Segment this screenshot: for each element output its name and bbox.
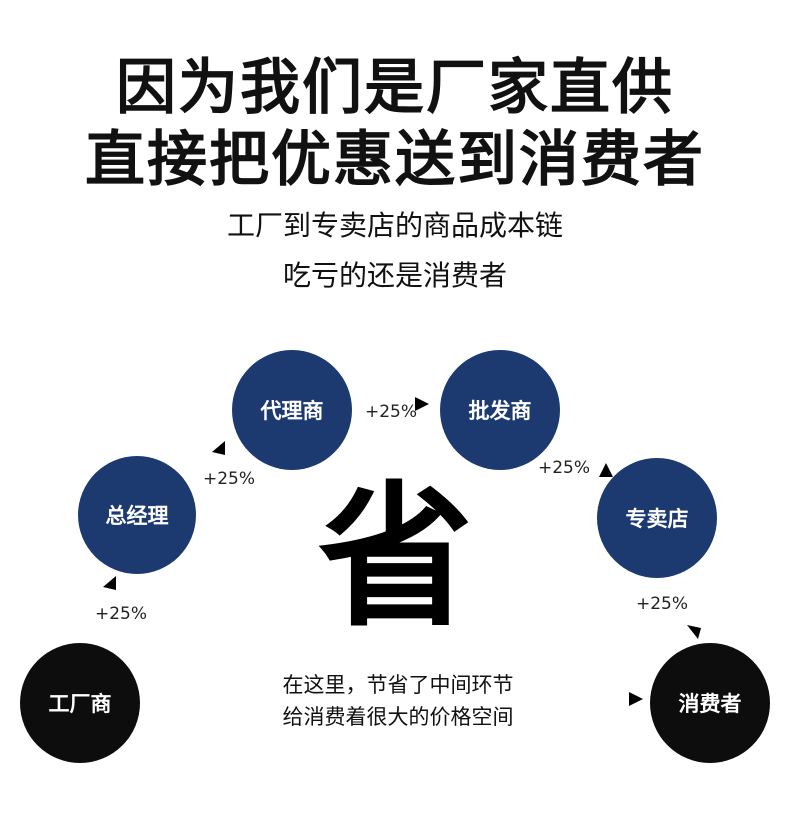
- arrow-icon-3: [414, 396, 430, 412]
- subheadline-line-2: 吃亏的还是消费者: [282, 259, 507, 292]
- node-general-manager: 总经理: [78, 456, 196, 574]
- center-note-line-2: 给消费着很大的价格空间: [282, 705, 514, 729]
- node-agent-label: 代理商: [260, 399, 324, 423]
- node-consumer: 消费者: [650, 643, 770, 763]
- markup-label-3: +25%: [365, 402, 418, 422]
- subheadline-line-1: 工厂到专卖店的商品成本链: [226, 209, 563, 242]
- node-factory: 工厂商: [20, 643, 140, 763]
- node-consumer-label: 消费者: [678, 692, 742, 716]
- node-wholesaler: 批发商: [440, 350, 560, 470]
- markup-label-2: +25%: [203, 469, 256, 489]
- markup-label-4: +25%: [538, 458, 591, 478]
- arrow-icon-4: [598, 462, 614, 478]
- arrow-icon-5: [686, 624, 702, 640]
- node-general-manager-label: 总经理: [105, 504, 169, 528]
- arrow-icon-6: [628, 691, 644, 707]
- center-note-line-1: 在这里，节省了中间环节: [282, 673, 514, 697]
- node-store: 专卖店: [597, 458, 717, 578]
- node-store-label: 专卖店: [625, 507, 689, 531]
- markup-label-5: +25%: [636, 594, 689, 614]
- arrow-icon-2: [211, 440, 227, 456]
- node-wholesaler-label: 批发商: [468, 399, 532, 423]
- arrow-icon-1: [102, 575, 118, 591]
- headline-line-1: 因为我们是厂家直供: [116, 53, 674, 123]
- markup-label-1: +25%: [95, 604, 148, 624]
- center-save-character: 省: [318, 467, 473, 648]
- headline-line-2: 直接把优惠送到消费者: [85, 125, 705, 195]
- node-factory-label: 工厂商: [48, 692, 112, 716]
- node-agent: 代理商: [232, 350, 352, 470]
